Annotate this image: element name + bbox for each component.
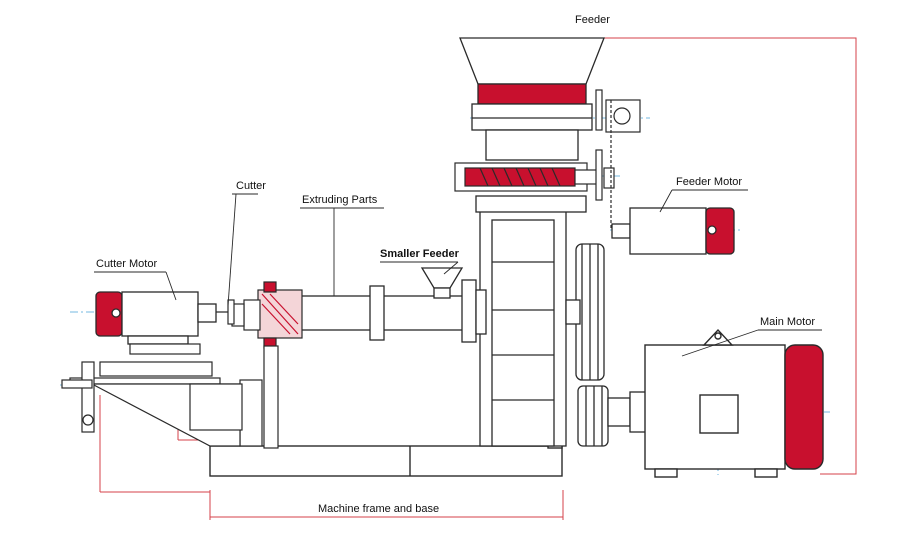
label-smaller-feeder: Smaller Feeder — [380, 248, 459, 260]
extruding-barrel — [299, 279, 487, 343]
cutter-head — [231, 281, 303, 449]
main-housing — [475, 195, 587, 447]
label-cutter-motor: Cutter Motor — [96, 258, 158, 270]
machine-base — [209, 435, 563, 477]
label-feeder-motor: Feeder Motor — [676, 176, 743, 188]
smaller-feeder — [420, 267, 464, 299]
cutter-motor — [95, 291, 234, 345]
label-feeder: Feeder — [575, 14, 610, 26]
main-motor — [644, 328, 824, 478]
feeder-hopper — [459, 37, 605, 161]
feeder-motor — [611, 207, 735, 255]
label-machine-base: Machine frame and base — [318, 503, 440, 515]
label-extruding-parts: Extruding Parts — [302, 194, 378, 206]
feeder-sprockets — [595, 89, 641, 230]
label-cutter: Cutter — [236, 180, 266, 192]
feeder-screw — [454, 162, 598, 192]
motor-pulley — [577, 385, 651, 447]
cutter-slide — [61, 343, 243, 447]
label-main-motor: Main Motor — [760, 316, 816, 328]
cutter-blade — [227, 299, 235, 325]
main-pulley — [565, 243, 605, 381]
leader-lines — [94, 189, 822, 357]
dimension-lines — [99, 37, 857, 520]
